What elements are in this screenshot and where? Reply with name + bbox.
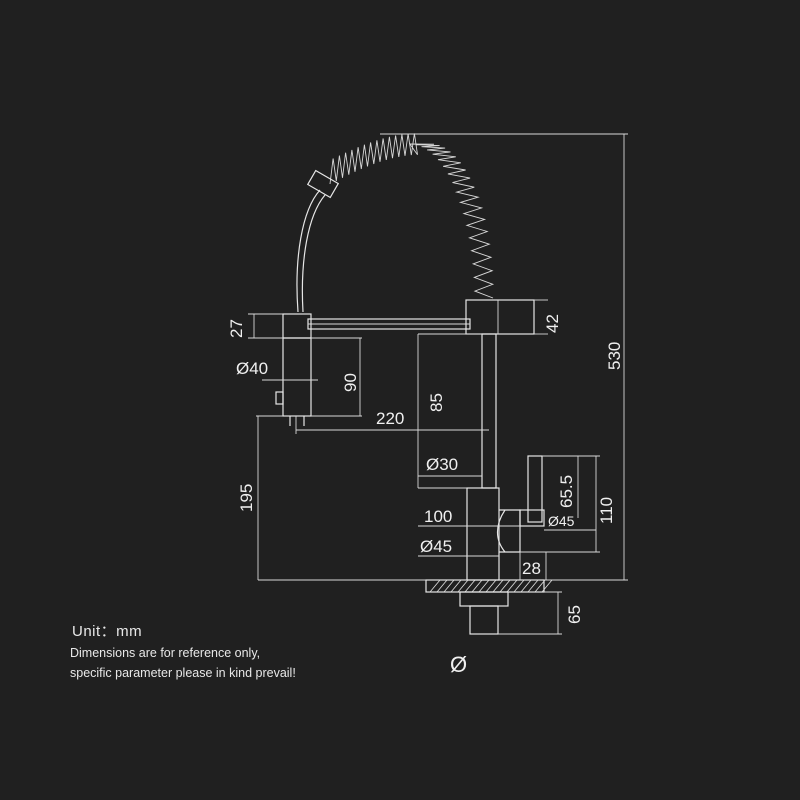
dim-dia-45-handle: Ø45: [548, 513, 575, 529]
handle-lever: [527, 455, 543, 523]
handle-hub: [519, 509, 545, 527]
hatch-line: [541, 579, 553, 593]
dim-28: 28: [522, 559, 541, 578]
flexible-hose: [296, 189, 326, 313]
hatch-line: [499, 579, 511, 593]
dim-220: 220: [376, 409, 404, 428]
dim-42: 42: [543, 314, 562, 333]
dim-195: 195: [237, 484, 256, 512]
hatch-line: [527, 579, 539, 593]
dim-dia-30: Ø30: [426, 455, 458, 474]
vertical-column: [481, 333, 497, 489]
mounting-shank: [469, 605, 499, 635]
spring-coil: [329, 133, 495, 299]
hatch-line: [443, 579, 455, 593]
hatch-line: [534, 579, 546, 593]
mounting-nut: [459, 591, 509, 607]
hatch-line: [520, 579, 532, 593]
base-hatching: [429, 579, 553, 593]
disclaimer-line-1: Dimensions are for reference only,: [70, 646, 261, 660]
hose-clip: [306, 169, 340, 199]
hatch-line: [506, 579, 518, 593]
dim-530: 530: [605, 342, 624, 370]
dim-dia-45-body: Ø45: [420, 537, 452, 556]
dim-100: 100: [424, 507, 452, 526]
hatch-line: [429, 579, 441, 593]
hatch-line: [478, 579, 490, 593]
hatch-line: [471, 579, 483, 593]
dim-110: 110: [597, 497, 616, 524]
dim-85: 85: [427, 393, 446, 412]
hatch-line: [464, 579, 476, 593]
hatch-line: [485, 579, 497, 593]
spray-head-button: [275, 391, 284, 405]
dim-65: 65: [565, 605, 584, 624]
hatch-line: [436, 579, 448, 593]
hatch-line: [492, 579, 504, 593]
handle-joint: [496, 509, 521, 553]
dim-90: 90: [341, 373, 360, 392]
hatch-line: [450, 579, 462, 593]
holder-block: [465, 299, 535, 335]
spray-head-body: [282, 337, 312, 417]
lower-body: [466, 487, 500, 581]
dim-diameter-symbol: Ø: [450, 652, 467, 677]
dim-27: 27: [227, 319, 246, 338]
unit-label: Unit：mm: [72, 623, 143, 640]
hatch-line: [457, 579, 469, 593]
dim-dia-40: Ø40: [236, 359, 268, 378]
hatch-line: [513, 579, 525, 593]
dim-65-5: 65.5: [557, 475, 576, 508]
spray-head-top: [282, 313, 312, 339]
disclaimer-line-2: specific parameter please in kind prevai…: [70, 666, 296, 680]
